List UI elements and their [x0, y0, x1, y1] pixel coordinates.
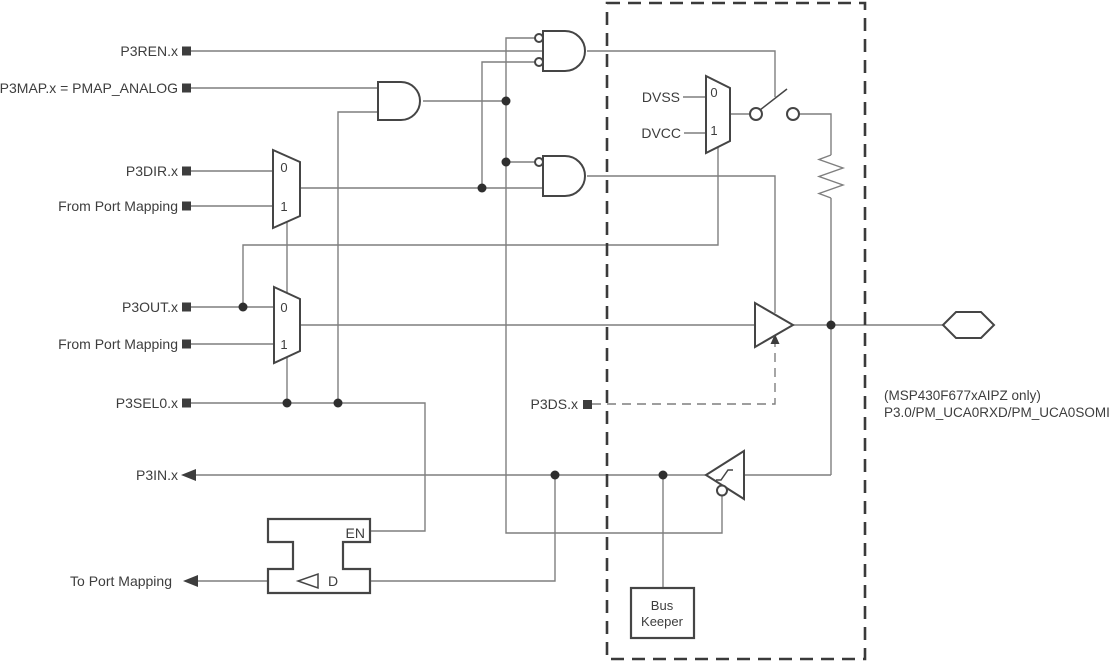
p3out-terminal [182, 302, 191, 312]
pad-hexagon [941, 311, 996, 339]
switch-lever-icon [759, 88, 788, 111]
switch-contact-icon [786, 107, 800, 121]
p3map-terminal [182, 83, 191, 93]
out-mux-input0-label: 0 [280, 300, 287, 315]
bus-keeper-box [629, 586, 696, 640]
out-mux [273, 285, 301, 365]
pullup-enable-switch [749, 88, 800, 121]
wire-p3sel0-to-latch-en [191, 402, 426, 532]
components [266, 30, 996, 640]
p3ds-terminal [583, 400, 592, 409]
inverter-bubble-icon [534, 57, 544, 67]
from-port-mapping-dir-terminal [182, 201, 191, 211]
dvss-label: DVSS [642, 89, 680, 105]
wire-p3out-to-pull-select [242, 147, 719, 307]
p3ds-label: P3DS.x [531, 396, 578, 412]
dvcc-label: DVCC [641, 125, 681, 141]
from-port-mapping-out-label: From Port Mapping [58, 336, 178, 352]
p3out-label: P3OUT.x [122, 299, 178, 315]
to-port-mapping-arrowhead-icon [183, 575, 198, 587]
dir-mux-input1-label: 1 [280, 199, 287, 214]
out-mux-input1-label: 1 [280, 337, 287, 352]
p3ren-terminal [182, 46, 191, 56]
p3in-arrowhead-icon [181, 469, 196, 481]
latch-en-label: EN [346, 525, 365, 541]
latch-clock-triangle-icon [295, 572, 319, 590]
ren-and-gate [534, 30, 586, 72]
device-note-line1: (MSP430F677xAIPZ only) [884, 388, 1041, 403]
to-port-mapping-label: To Port Mapping [70, 573, 172, 589]
pull-mux-input0-label: 0 [710, 85, 717, 100]
pull-mux-input1-label: 1 [710, 123, 717, 138]
from-port-mapping-dir-label: From Port Mapping [58, 198, 178, 214]
terminals [181, 46, 592, 587]
p3sel0-terminal [182, 398, 191, 408]
wire-p3sel0-to-pmap-and [337, 111, 378, 403]
inverter-bubble-icon [534, 157, 544, 167]
from-port-mapping-out-terminal [182, 339, 191, 349]
p3map-label: P3MAP.x = PMAP_ANALOG [0, 80, 178, 96]
output-enable-and-gate [534, 155, 586, 197]
wire-p3ds-dashed [592, 344, 776, 405]
enable-bubble-icon [716, 484, 728, 497]
p3ds-arrowhead-icon [770, 334, 780, 344]
wire-driver-enable [587, 175, 776, 313]
p3in-label: P3IN.x [136, 467, 178, 483]
wire-analog-disable-net [505, 37, 723, 534]
p3sel0-label: P3SEL0.x [116, 395, 178, 411]
wires [191, 37, 943, 588]
wire-ren-and-to-switch [587, 50, 776, 97]
p3ren-label: P3REN.x [120, 43, 178, 59]
wire-dir-to-ren-and [481, 61, 535, 188]
wire-switch-to-resistor [799, 113, 832, 155]
dir-mux-input0-label: 0 [280, 160, 287, 175]
switch-contact-icon [749, 107, 763, 121]
bus-keeper-label-line2: Keeper [641, 614, 684, 629]
labels: P3REN.x P3MAP.x = PMAP_ANALOG P3DIR.x Fr… [0, 43, 1110, 629]
pmap-analog-and-gate [377, 81, 421, 121]
p3dir-label: P3DIR.x [126, 163, 178, 179]
port-mapping-latch [266, 517, 372, 595]
inverter-bubble-icon [534, 33, 544, 43]
hysteresis-icon [716, 469, 733, 481]
p3dir-terminal [182, 166, 191, 176]
junction-dots [238, 96, 836, 480]
resistor-pullup [816, 154, 846, 199]
input-schmitt-buffer [704, 449, 745, 501]
wire-latch-d-output [370, 475, 556, 582]
pull-direction-mux [705, 74, 731, 155]
latch-d-label: D [328, 573, 338, 589]
dir-mux [272, 148, 301, 230]
bus-keeper-label-line1: Bus [651, 598, 674, 613]
device-note-line2: P3.0/PM_UCA0RXD/PM_UCA0SOMI [884, 405, 1110, 420]
output-driver-buffer [754, 301, 795, 349]
module-boundary-dashed-box [605, 1, 867, 661]
